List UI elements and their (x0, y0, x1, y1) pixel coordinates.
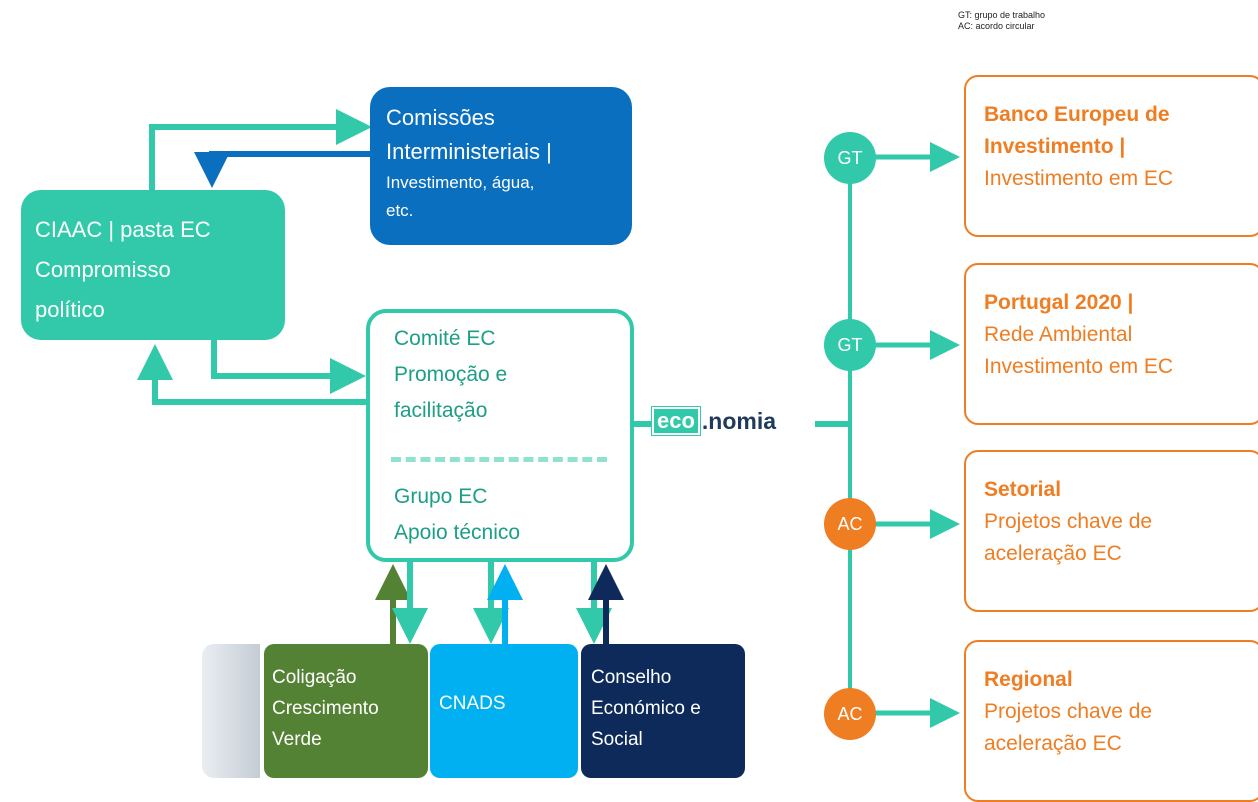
box-1-title-2: Investimento | (984, 135, 1126, 158)
coligacao-line-3: Verde (272, 729, 322, 750)
comite-sub-1: Promoção e (394, 363, 508, 386)
legend: GT: grupo de trabalho AC: acordo circula… (958, 10, 1045, 32)
grupo-sub: Apoio técnico (394, 521, 521, 544)
cnads-label: CNADS (439, 693, 506, 714)
ciaac-line-1: CIAAC | pasta EC (35, 217, 211, 242)
box-setorial: Setorial Projetos chave de aceleração EC (964, 450, 1258, 612)
grupo-title: Grupo EC (394, 485, 488, 508)
box-3-sub-1: Projetos chave de (984, 510, 1153, 533)
economia-logo-eco: eco (651, 406, 701, 436)
box-1-title: Banco Europeu de (984, 103, 1170, 126)
comite-sub-2: facilitação (394, 399, 488, 422)
box-3-title: Setorial (984, 478, 1062, 501)
box-banco-europeu: Banco Europeu de Investimento | Investim… (964, 75, 1258, 237)
box-coligacao: Coligação Crescimento Verde (264, 644, 428, 778)
conselho-line-2: Económico e (591, 698, 701, 719)
legend-line-1: GT: grupo de trabalho (958, 10, 1046, 20)
box-2-sub-1: Rede Ambiental (984, 323, 1133, 346)
box-2-title: Portugal 2020 | (984, 291, 1134, 314)
dashed-divider (391, 457, 607, 462)
box-regional: Regional Projetos chave de aceleração EC (964, 640, 1258, 802)
box-4-sub-1: Projetos chave de (984, 700, 1153, 723)
coligacao-line-1: Coligação (272, 667, 357, 688)
arrow-ciaac-to-comissoes (149, 109, 372, 190)
box-4-title: Regional (984, 668, 1073, 691)
economia-logo-rest: .nomia (701, 407, 777, 434)
node-gt-1: GT (824, 132, 876, 184)
box-3-sub-2: aceleração EC (984, 542, 1122, 565)
comissoes-title-1: Comissões (386, 105, 495, 130)
arrow-comite-to-ciaac (137, 344, 366, 405)
box-2-sub-2: Investimento em EC (984, 355, 1174, 378)
comissoes-sub-1: Investimento, água, (386, 173, 535, 192)
conselho-line-1: Conselho (591, 667, 672, 688)
comite-box: Comité EC Promoção e facilitação Grupo E… (366, 309, 634, 562)
comissoes-sub-2: etc. (386, 201, 414, 220)
comite-title: Comité EC (394, 327, 496, 350)
node-ac-1: AC (824, 498, 876, 550)
economia-logo: eco .nomia (651, 406, 777, 436)
arrow-ciaac-to-comite (211, 340, 366, 394)
box-cnads: CNADS (430, 644, 578, 778)
node-ac-2: AC (824, 688, 876, 740)
comissoes-title-2: Interministeriais | (386, 139, 552, 164)
grey-partial-box (202, 644, 260, 778)
conselho-line-3: Social (591, 729, 643, 750)
comissoes-box: Comissões Interministeriais | Investimen… (370, 87, 632, 245)
box-1-sub-1: Investimento em EC (984, 167, 1174, 190)
legend-line-2: AC: acordo circular (958, 21, 1035, 31)
grupo-ec: Grupo EC Apoio técnico (394, 479, 520, 551)
box-conselho: Conselho Económico e Social (581, 644, 745, 778)
ciaac-line-2: Compromisso (35, 257, 171, 282)
box-4-sub-2: aceleração EC (984, 732, 1122, 755)
ciaac-box: CIAAC | pasta EC Compromisso político (21, 190, 285, 340)
coligacao-line-2: Crescimento (272, 698, 379, 719)
ciaac-line-3: político (35, 297, 105, 322)
box-portugal-2020: Portugal 2020 | Rede Ambiental Investime… (964, 263, 1258, 425)
node-gt-2: GT (824, 319, 876, 371)
arrow-comissoes-to-ciaac (194, 151, 370, 188)
